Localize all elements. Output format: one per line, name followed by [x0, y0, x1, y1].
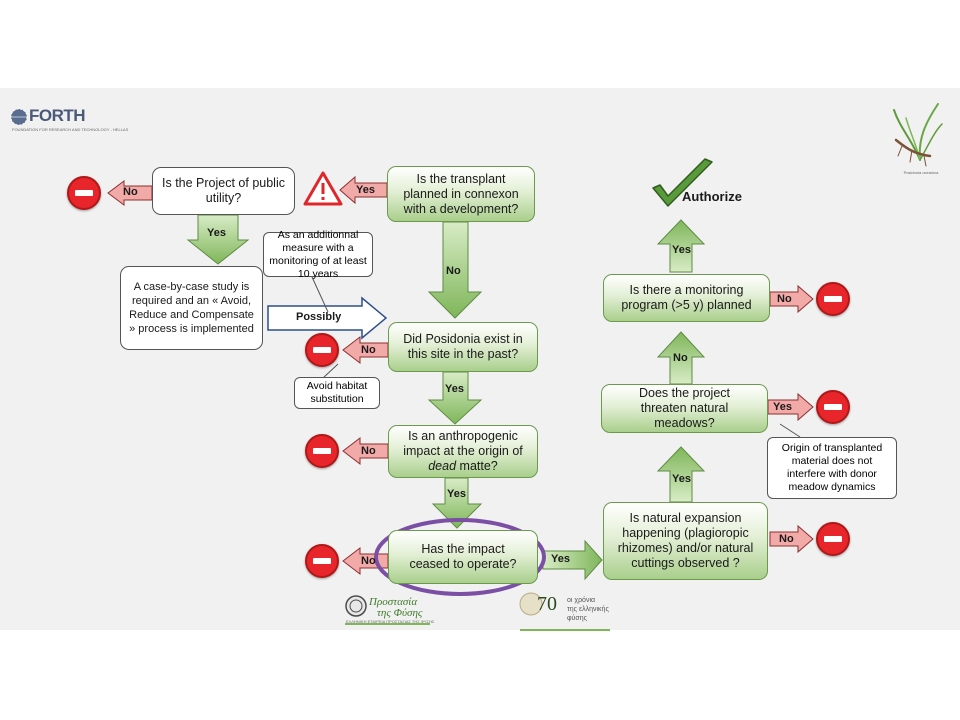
case-study-text: A case-by-case study is required and an … [129, 281, 254, 335]
case-study-box: A case-by-case study is required and an … [120, 266, 263, 350]
label-no-anthropogenic: No [361, 445, 376, 457]
impact-ceased-box: Has the impact ceased to operate? [388, 530, 538, 584]
label-yes-monitoring: Yes [672, 244, 691, 256]
label-possibly: Possibly [296, 311, 342, 323]
posidonia-past-text: Did Posidonia exist in this site in the … [403, 332, 523, 361]
stop-icon-utility [67, 176, 101, 210]
stop-icon-posidonia [305, 333, 339, 367]
logo2-line2: της ελληνικής [567, 606, 609, 613]
highlight-ellipse [374, 518, 546, 596]
monitoring-program-text: Is there a monitoring program (>5 y) pla… [621, 283, 752, 312]
yes-right-arrow-threaten [767, 392, 814, 422]
origin-material-note: Origin of transplanted material does not… [767, 437, 897, 499]
logo1-small: ΕΛΛΗΝΙΚΗ ΕΤΑΙΡΕΙΑ ΠΡΟΣΤΑΣΙΑΣ ΤΗΣ ΦΥΣΗΣ [346, 619, 435, 624]
natural-expansion-text: Is natural expansion happening (plagioro… [617, 511, 754, 570]
public-utility-box: Is the Project of public utility? [152, 167, 295, 215]
public-utility-text: Is the Project of public utility? [162, 176, 285, 205]
additional-measure-text: As an additionnal measure with a monitor… [269, 228, 367, 280]
forth-globe-icon [10, 108, 28, 126]
logo1-line2: της Φύσης [377, 607, 423, 619]
yes-right-arrow-ceased [542, 539, 603, 581]
label-no-threaten: No [673, 352, 688, 364]
forth-tagline: FOUNDATION FOR RESEARCH AND TECHNOLOGY -… [12, 127, 129, 132]
label-no-expansion: No [779, 533, 794, 545]
logo2-number: 70 [537, 593, 557, 615]
possibly-arrow [267, 296, 388, 340]
no-down-arrow-transplant [427, 221, 483, 319]
anthropogenic-text-emphasis: dead [428, 459, 457, 473]
label-no-transplant: No [446, 265, 461, 277]
yes-down-arrow-posidonia [427, 371, 483, 425]
stop-icon-ceased [305, 544, 339, 578]
anthropogenic-box: Is an anthropogenic impact at the origin… [388, 425, 538, 478]
label-yes-expansion: Yes [672, 473, 691, 485]
authorize-label: Authorize [682, 189, 742, 204]
label-no-utility: No [123, 186, 138, 198]
label-yes-threaten: Yes [773, 401, 792, 413]
no-right-arrow-expansion [769, 524, 814, 554]
impact-ceased-text: Has the impact ceased to operate? [409, 542, 517, 571]
stop-icon-threaten [816, 390, 850, 424]
callout-pointer-origin [779, 423, 801, 438]
origin-material-text: Origin of transplanted material does not… [781, 442, 883, 493]
stop-icon-monitoring [816, 282, 850, 316]
label-no-monitoring: No [777, 293, 792, 305]
label-no-posidonia: No [361, 344, 376, 356]
posidonia-past-box: Did Posidonia exist in this site in the … [388, 322, 538, 372]
callout-pointer-habitat [322, 363, 339, 379]
transplant-text: Is the transplant planned in connexon wi… [403, 171, 519, 216]
yes-up-arrow-monitoring [656, 219, 706, 273]
warning-icon [303, 171, 343, 206]
label-no-ceased: No [361, 555, 376, 567]
plant-caption: Posidonia oceanica [903, 170, 939, 175]
no-up-arrow-threaten [656, 331, 706, 385]
yes-down-arrow-utility [186, 214, 250, 265]
yes-up-arrow-expansion [656, 446, 706, 503]
posidonia-plant-icon [893, 103, 943, 167]
logo2-line3: φύσης [567, 615, 587, 622]
callout-pointer-measure [311, 276, 329, 313]
label-yes-transplant: Yes [356, 184, 375, 196]
forth-logo: FORTH [29, 106, 86, 125]
no-left-arrow-anthropogenic [342, 436, 389, 466]
avoid-habitat-text: Avoid habitat substitution [306, 380, 368, 405]
natural-expansion-box: Is natural expansion happening (plagioro… [603, 502, 768, 580]
additional-measure-note: As an additionnal measure with a monitor… [263, 229, 373, 280]
no-left-arrow-posidonia [342, 335, 389, 365]
label-yes-anthropogenic: Yes [447, 488, 466, 500]
nature-protection-logo-icon [345, 595, 367, 617]
checkmark-icon [652, 158, 713, 207]
stop-icon-anthropogenic [305, 434, 339, 468]
label-yes-ceased: Yes [551, 553, 570, 565]
yes-down-arrow-anthropogenic [431, 477, 483, 529]
yes-left-arrow-transplant [339, 175, 388, 205]
no-right-arrow-monitoring [769, 284, 814, 314]
transplant-box: Is the transplant planned in connexon wi… [387, 166, 535, 222]
logo2-line1: οι χρόνια [567, 597, 596, 604]
logo1-line1: Προστασία [369, 596, 418, 608]
label-yes-utility: Yes [207, 227, 226, 239]
no-left-arrow-utility [107, 180, 153, 206]
anthropogenic-text-post: matte? [459, 459, 498, 473]
stop-icon-expansion [816, 522, 850, 556]
anthropogenic-text-pre: Is an anthropogenic impact at the origin… [403, 429, 523, 458]
monitoring-program-box: Is there a monitoring program (>5 y) pla… [603, 274, 770, 322]
threaten-meadows-box: Does the project threaten natural meadow… [601, 384, 768, 433]
seventy-logo-icon [519, 592, 543, 616]
threaten-meadows-text: Does the project threaten natural meadow… [638, 386, 731, 430]
label-yes-posidonia: Yes [445, 383, 464, 395]
avoid-habitat-note: Avoid habitat substitution [294, 377, 380, 409]
anthropogenic-text: Is an anthropogenic impact at the origin… [397, 429, 529, 474]
